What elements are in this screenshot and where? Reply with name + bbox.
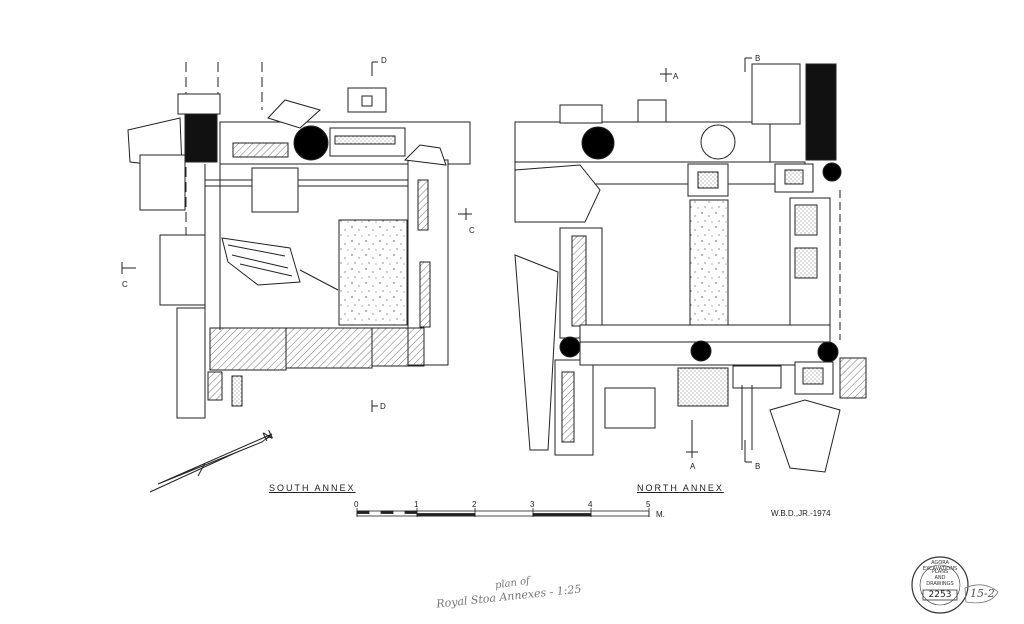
section-marker-d-bottom: D [380, 402, 386, 411]
sheet-number-box [964, 584, 999, 604]
stamp-line-1: PLANS [931, 569, 949, 575]
scale-tick-3: 3 [530, 500, 535, 509]
south-annex-plan [121, 61, 472, 419]
section-marker-b-top: B [755, 54, 761, 63]
stamp-ring-text: AGORA EXCAVATIONS [922, 560, 958, 572]
scale-tick-4: 4 [588, 500, 593, 509]
scale-tick-2: 2 [472, 500, 477, 509]
section-marker-c-right: C [469, 226, 475, 235]
scale-tick-1: 1 [414, 500, 419, 509]
section-marker-c-left: C [122, 280, 128, 289]
scale-tick-0: 0 [354, 500, 359, 509]
handwritten-sheet-number: 15-2 [970, 587, 995, 600]
stamp-number: 2253 [928, 590, 952, 600]
north-annex-plan [514, 57, 867, 473]
drafter-credit: W.B.D.,JR.-1974 [771, 509, 831, 518]
south-annex-title: SOUTH ANNEX [269, 483, 356, 493]
scale-unit: M. [656, 510, 665, 519]
scale-bar [356, 508, 650, 517]
north-arrow [149, 433, 273, 493]
section-marker-a-top: A [673, 72, 679, 81]
section-marker-b-bottom: B [755, 462, 761, 471]
stamp-line-3: DRAWINGS [926, 581, 954, 587]
section-marker-a-bottom: A [690, 462, 696, 471]
north-annex-title: NORTH ANNEX [637, 483, 724, 493]
agora-excavations-stamp [911, 556, 969, 614]
stamp-line-2: AND [934, 575, 946, 581]
section-marker-d-top: D [381, 56, 387, 65]
scale-tick-5: 5 [646, 500, 651, 509]
